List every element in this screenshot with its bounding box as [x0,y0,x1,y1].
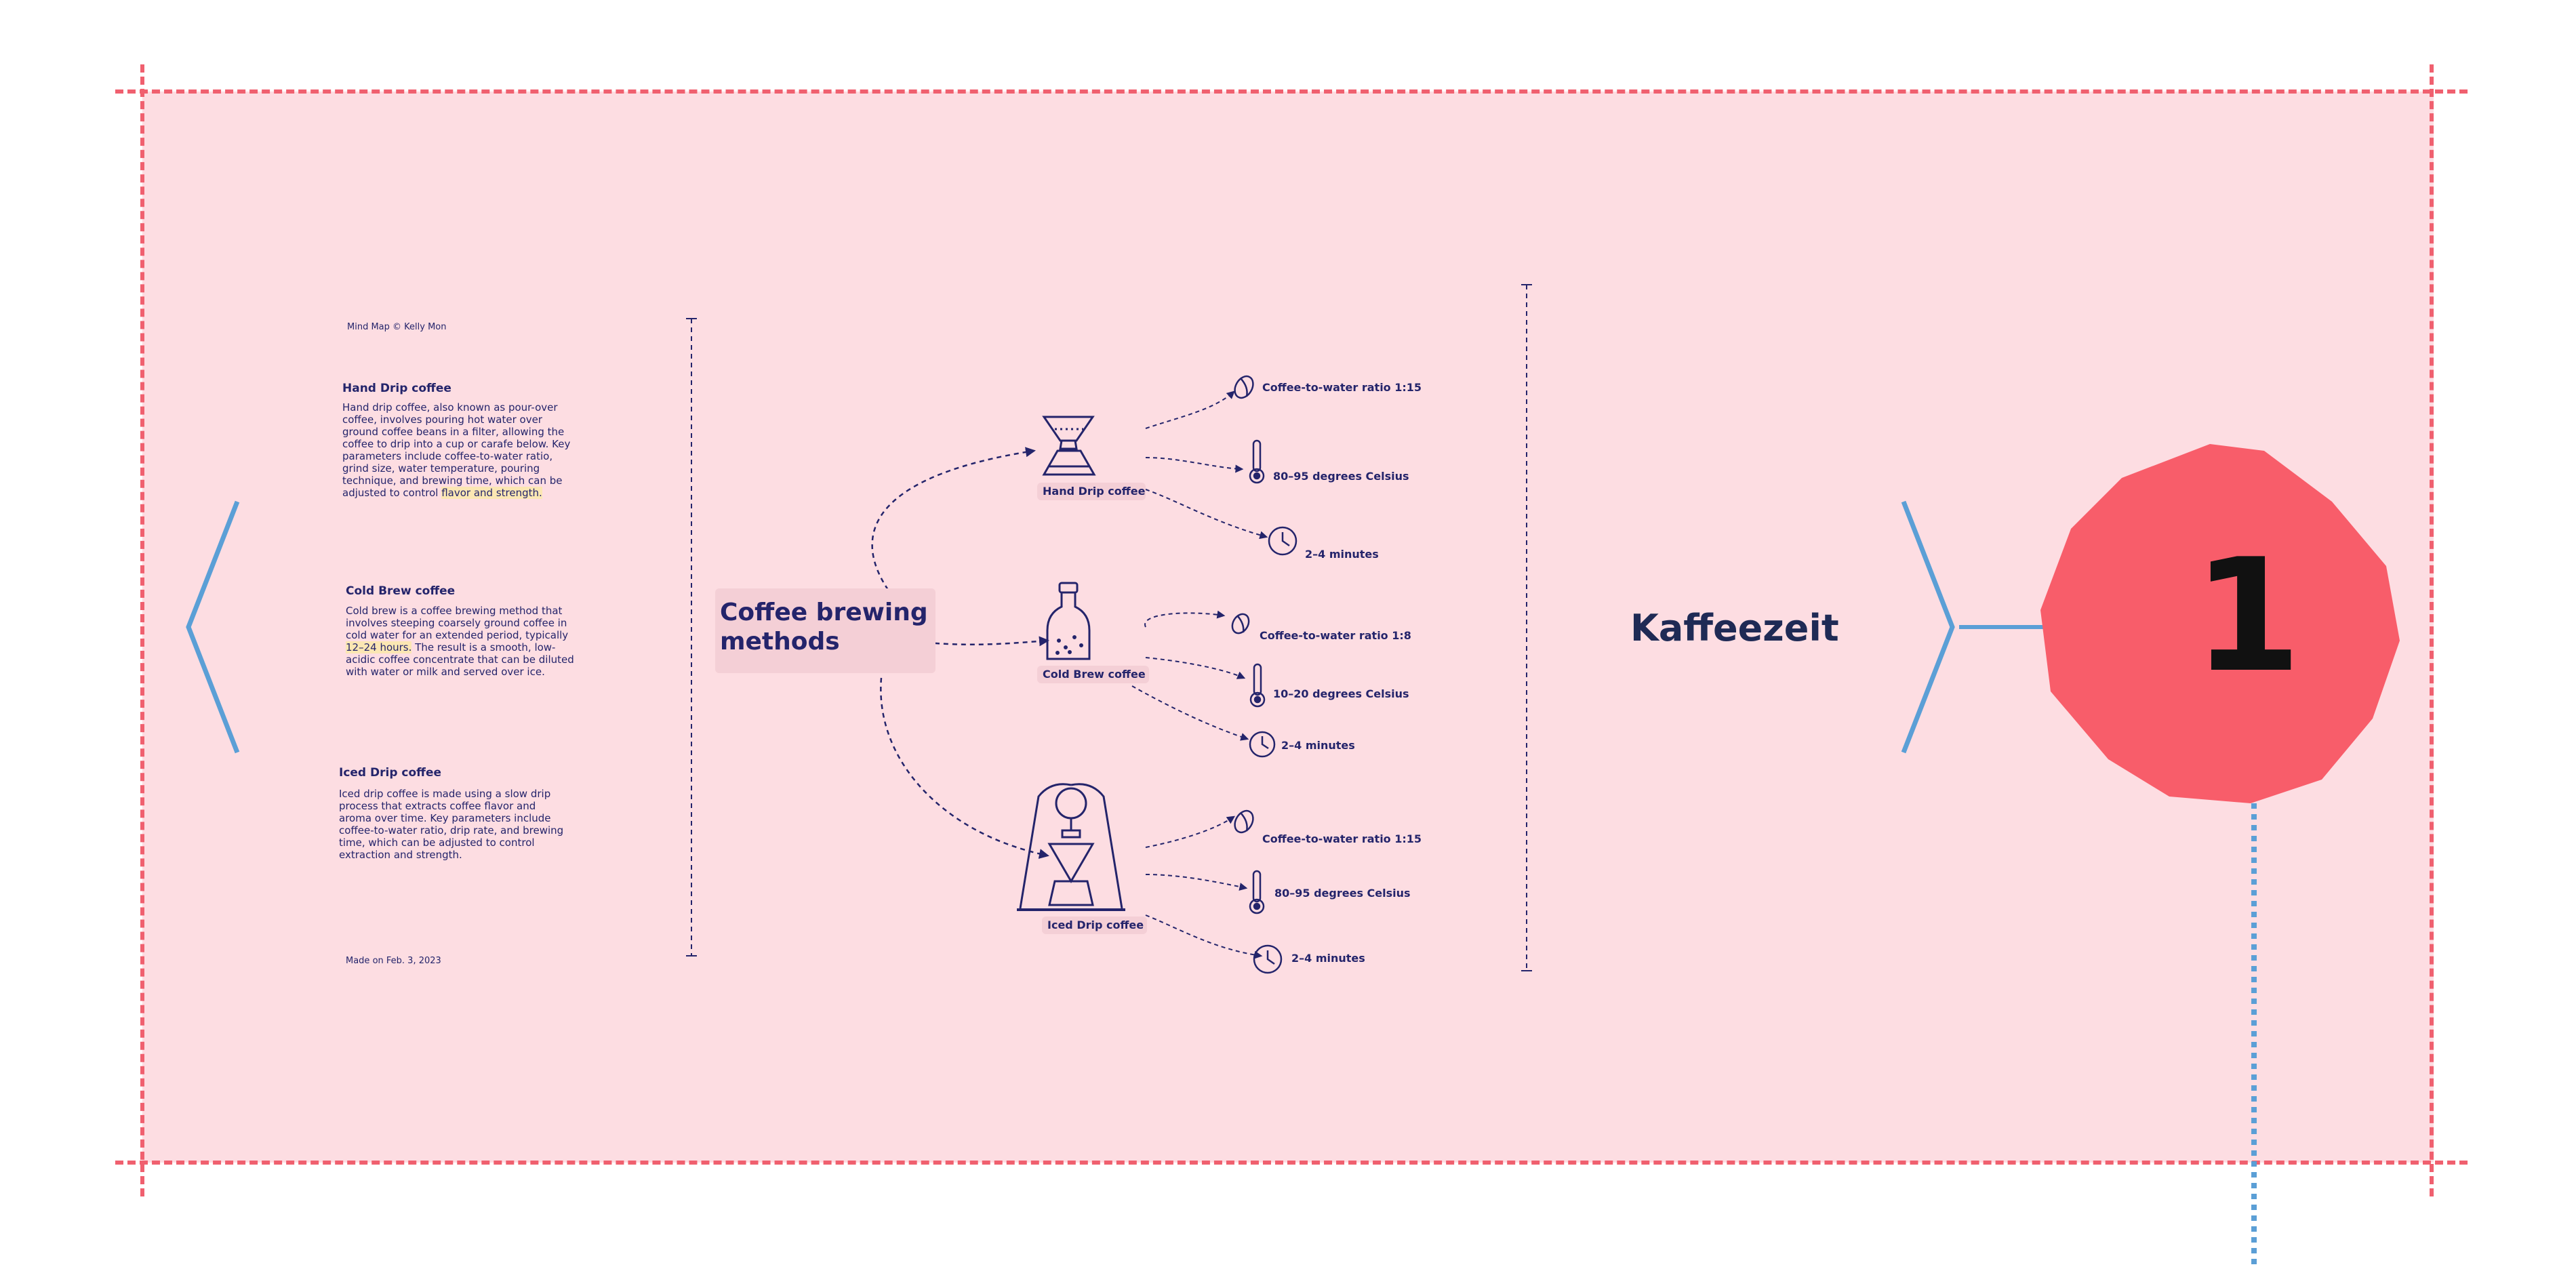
clock-icon [1249,731,1276,758]
clock-icon [1268,526,1297,556]
cold-brew-time: 2–4 minutes [1281,739,1355,752]
chevron-right-icon[interactable] [1901,500,1955,754]
highlight: 12–24 hours. [346,641,412,653]
hand-drip-description: Hand drip coffee, also known as pour-ove… [342,401,571,499]
chevron-left-icon[interactable] [186,500,240,754]
cold-brew-label: Cold Brew coffee [1043,668,1146,681]
page-title: Kaffeezeit [1630,607,1839,649]
connector-iced-temp [1145,874,1248,891]
connector-cold-ratio [1144,610,1226,628]
coffee-bean-icon [1231,613,1250,634]
cold-brew-ratio: Coffee-to-water ratio 1:8 [1260,629,1411,642]
separator-right [1521,284,1532,971]
connector-hand-time [1145,489,1268,540]
thermometer-icon [1249,870,1265,914]
iced-drip-ratio: Coffee-to-water ratio 1:15 [1262,832,1422,845]
iced-drip-icon [1017,783,1125,911]
label-bg [1037,666,1149,683]
guide-line-left [140,64,144,1196]
highlight: flavor and strength. [441,487,542,499]
label-bg [1042,916,1147,934]
cold-brew-description: Cold brew is a coffee brewing method tha… [346,605,574,678]
iced-drip-temperature: 80–95 degrees Celsius [1274,887,1411,900]
cold-brew-title: Cold Brew coffee [346,584,456,598]
guide-line-right [2430,64,2434,1196]
arrow-to-iced-drip [880,677,1049,859]
iced-drip-label: Iced Drip coffee [1047,919,1144,931]
label-bg [1037,483,1146,500]
center-title-bg [715,588,935,673]
guide-line-top [115,89,2468,94]
hand-drip-time: 2–4 minutes [1305,548,1379,561]
cold-brew-temperature: 10–20 degrees Celsius [1273,687,1409,700]
center-title: Coffee brewing methods [720,599,928,656]
iced-drip-description: Iced drip coffee is made using a slow dr… [339,788,564,861]
connector-cold-time [1131,685,1249,741]
credit-top: Mind Map © Kelly Mon [347,322,447,332]
guide-line-bottom [115,1161,2468,1165]
hand-drip-title: Hand Drip coffee [342,382,451,395]
iced-drip-time: 2–4 minutes [1291,952,1365,965]
connector-hand-temp [1145,457,1244,473]
iced-drip-title: Iced Drip coffee [339,766,442,780]
thermometer-icon [1249,439,1265,484]
connector-cold-temp [1145,657,1246,679]
coffee-bean-icon [1234,375,1254,399]
coffee-bean-icon [1234,809,1254,834]
hand-drip-icon [1042,416,1096,476]
credit-bottom: Made on Feb. 3, 2023 [346,956,441,966]
connector-hand-ratio [1145,390,1235,429]
marker-circle[interactable] [2040,444,2400,803]
hand-drip-ratio: Coffee-to-water ratio 1:15 [1262,381,1422,394]
marker-number: 1 [2193,526,2302,707]
connector-iced-ratio [1145,815,1235,848]
connector-iced-time [1145,914,1263,959]
arrow-to-hand-drip [871,447,1036,590]
hand-drip-temperature: 80–95 degrees Celsius [1273,470,1409,483]
hand-drip-label: Hand Drip coffee [1043,485,1146,498]
separator-left [686,318,697,956]
clock-icon [1253,944,1283,974]
thermometer-icon [1249,663,1266,708]
cold-brew-icon [1046,582,1091,660]
